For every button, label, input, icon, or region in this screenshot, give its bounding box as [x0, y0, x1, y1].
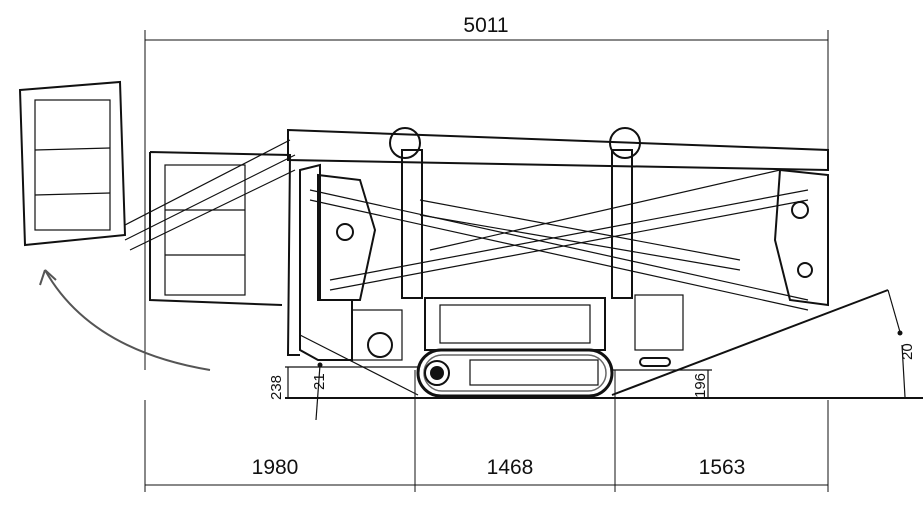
overall-length-label: 5011	[463, 14, 508, 37]
front-departure-angle: 20	[611, 289, 916, 398]
bottom-dimensions: 1980 1468 1563	[144, 370, 829, 492]
boom-assembly	[287, 127, 829, 311]
crawler-track	[416, 297, 614, 398]
rear-angle-label: 21	[311, 373, 328, 390]
overall-length-dimension: 5011	[144, 14, 829, 370]
chassis	[299, 163, 684, 367]
track-length-label: 1468	[487, 456, 534, 479]
rear-approach-angle: 21	[299, 334, 419, 421]
front-angle-label: 20	[899, 343, 916, 360]
rear-overhang-label: 1980	[252, 456, 299, 479]
front-overhang-label: 1563	[699, 456, 746, 479]
ground-line: 238 196	[268, 366, 923, 400]
work-platform-basket	[149, 151, 300, 356]
rotated-basket-position	[18, 80, 296, 371]
base-height-label: 238	[268, 375, 285, 400]
rotation-arrow-icon	[44, 269, 211, 371]
front-clearance-label: 196	[692, 373, 709, 398]
